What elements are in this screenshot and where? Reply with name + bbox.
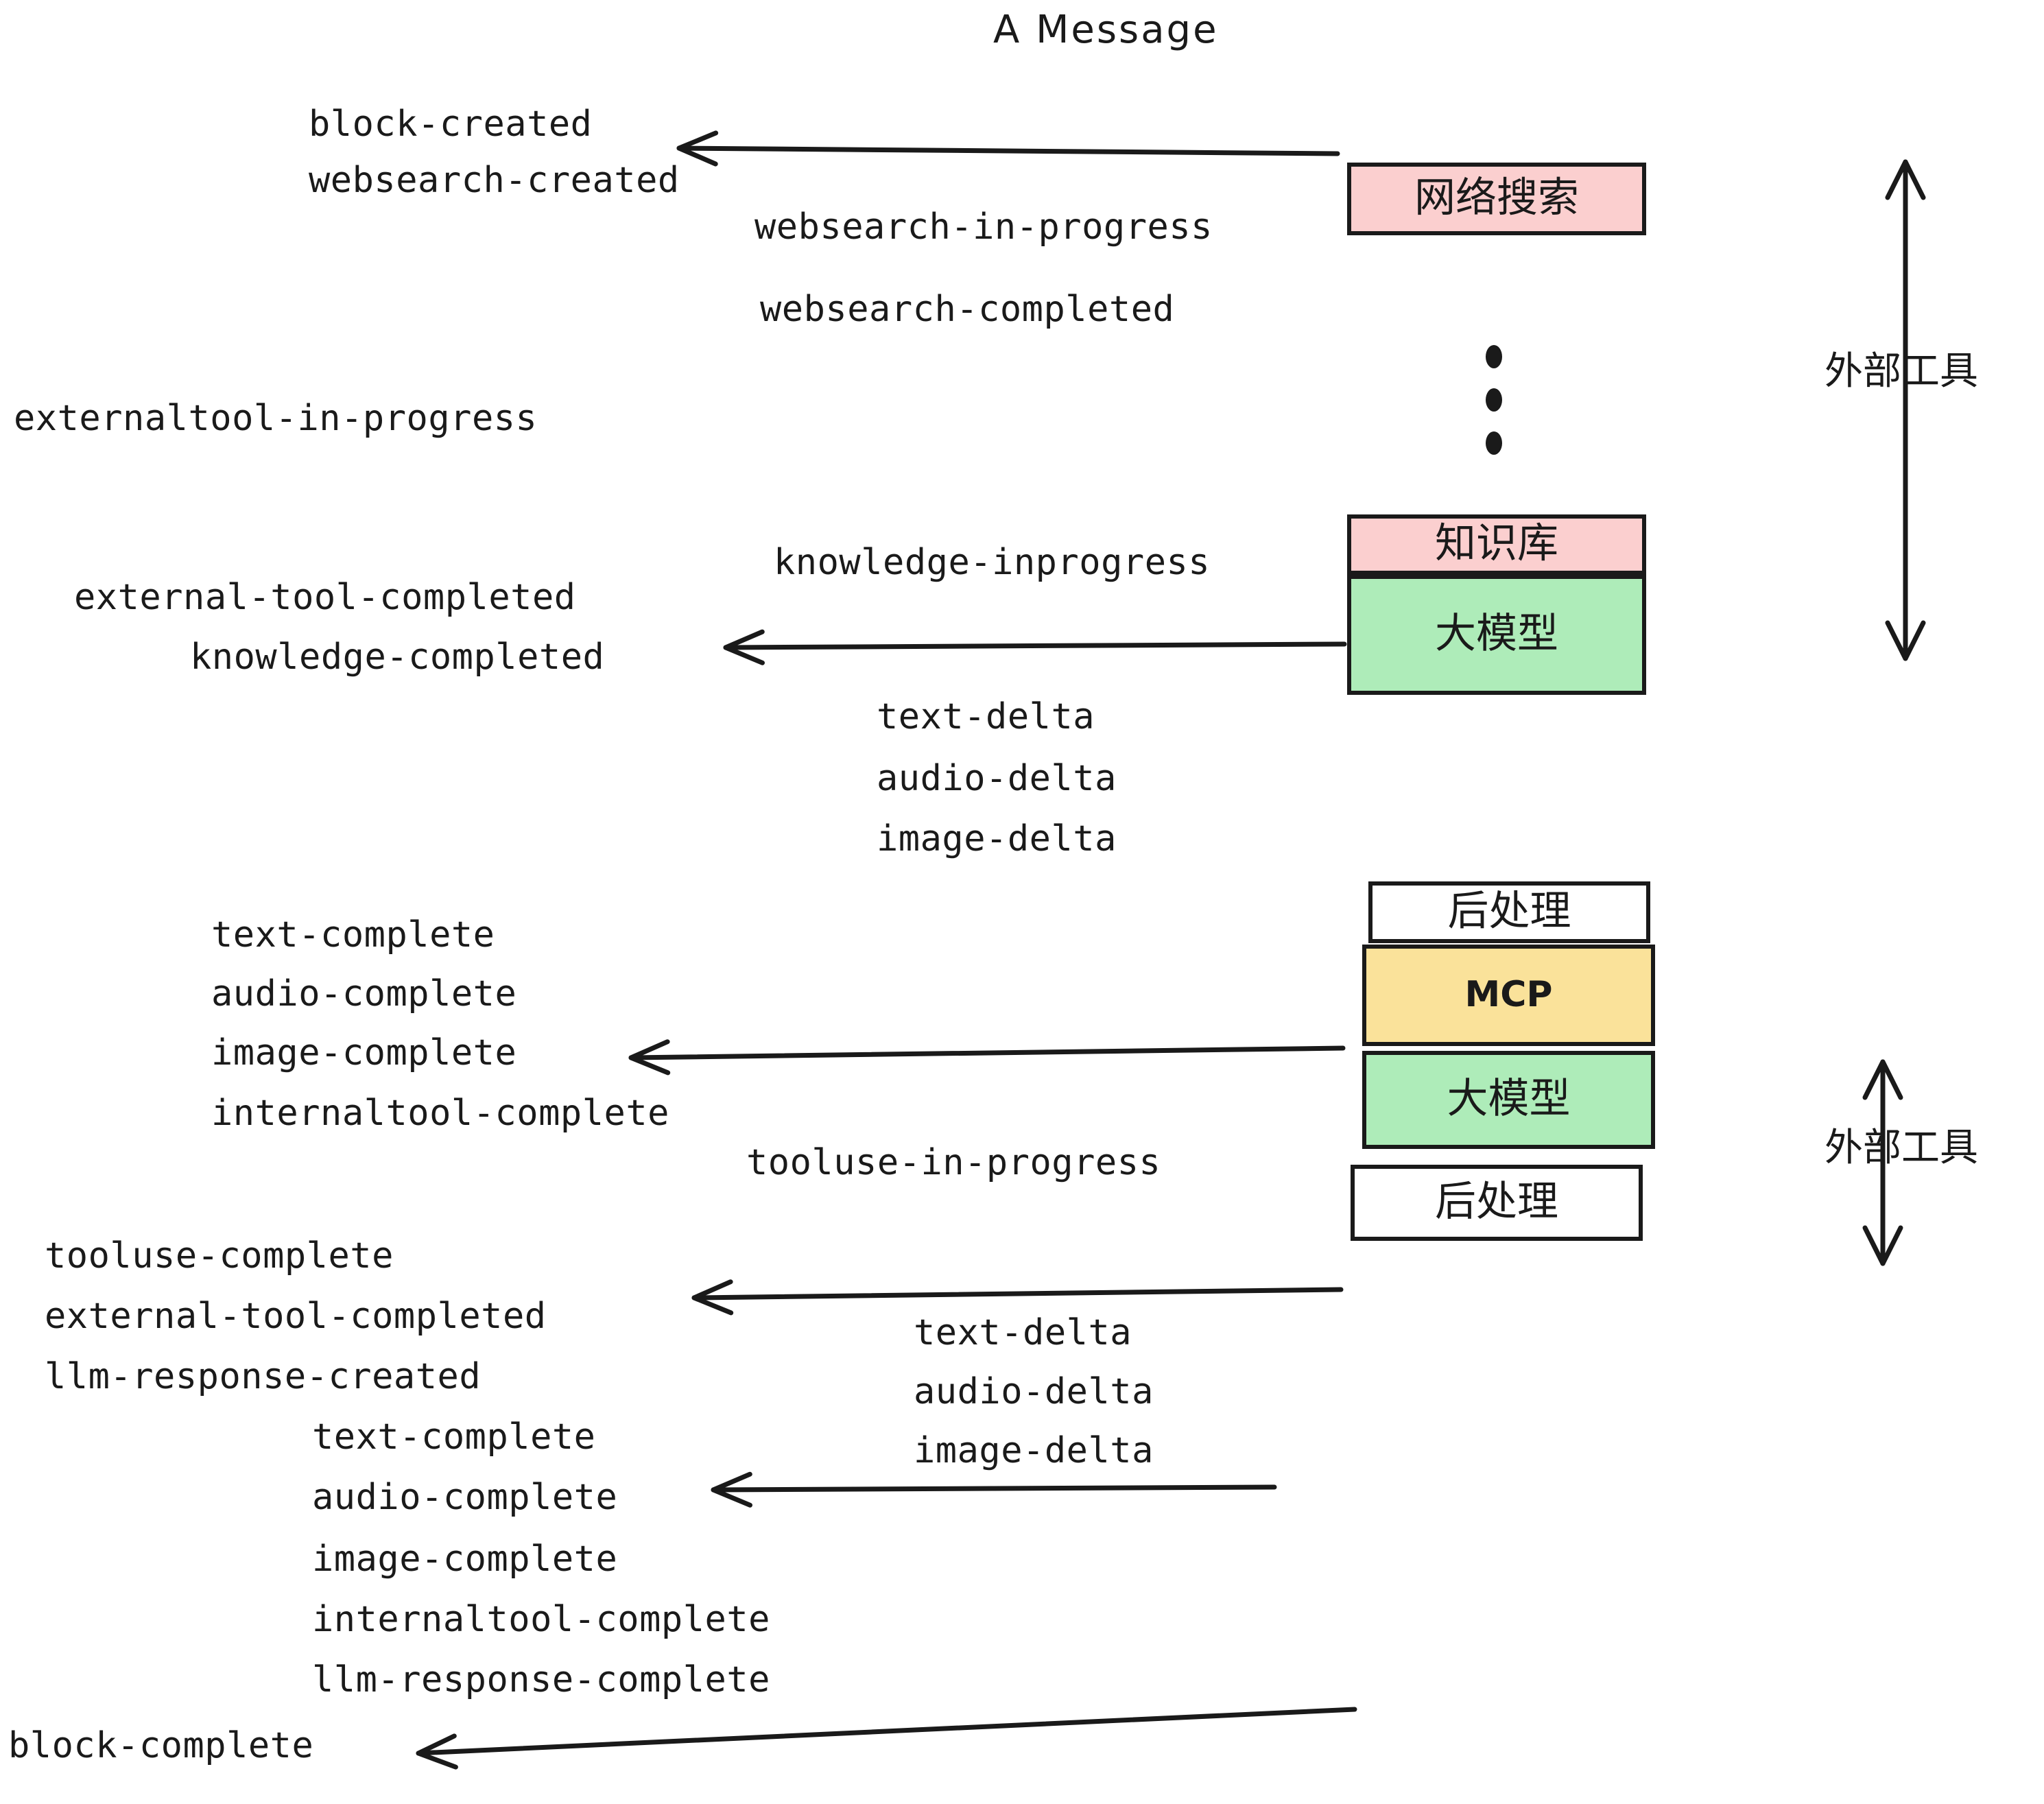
ellipsis-dot-3 [1486, 431, 1502, 455]
arrow-llm2-to-audio [711, 1471, 1277, 1508]
event-label-llm-response-created: llm-response-created [45, 1356, 481, 1397]
ellipsis-dot-1 [1486, 345, 1502, 368]
box-rect-postprocess-1 [1368, 881, 1650, 943]
double-arrow-group [1862, 159, 1926, 1266]
event-label-tooluse-in-progress: tooluse-in-progress [746, 1142, 1161, 1183]
event-label-knowledge-inprogress: knowledge-inprogress [774, 542, 1210, 583]
event-label-text-complete-2: text-complete [312, 1416, 596, 1458]
box-websearch: 网络搜索 [1347, 163, 1646, 235]
box-knowledge: 知识库 [1347, 514, 1646, 575]
box-label-postprocess-2: 后处理 [1435, 1178, 1558, 1226]
event-label-text-delta-1: text-delta [877, 696, 1095, 737]
event-label-externaltool-in-progress: externaltool-in-progress [14, 398, 537, 439]
event-label-websearch-created: websearch-created [309, 160, 680, 201]
box-rect-llm-1 [1347, 575, 1646, 695]
event-label-audio-delta-2: audio-delta [914, 1371, 1154, 1412]
ellipsis-dot-2 [1486, 388, 1502, 412]
event-label-block-complete: block-complete [8, 1725, 313, 1766]
box-label-knowledge: 知识库 [1435, 520, 1558, 568]
box-postprocess-2: 后处理 [1351, 1165, 1643, 1241]
box-label-mcp: MCP [1464, 974, 1552, 1015]
event-label-audio-complete-1: audio-complete [211, 973, 516, 1014]
event-label-knowledge-completed: knowledge-completed [190, 637, 604, 678]
ext-tool-arrow-top [1885, 159, 1926, 661]
event-label-block-created: block-created [309, 104, 593, 145]
event-label-tooluse-complete: tooluse-complete [45, 1235, 394, 1277]
event-label-image-delta-1: image-delta [877, 818, 1117, 859]
box-postprocess-1: 后处理 [1368, 881, 1650, 943]
ext-tool-arrow-bottom [1862, 1059, 1903, 1266]
ellipsis-group [1486, 345, 1502, 455]
box-label-websearch: 网络搜索 [1414, 174, 1579, 222]
arrow-knowledge-to-left [723, 629, 1347, 665]
arrow-websearch-to-block [676, 130, 1340, 167]
event-label-websearch-completed: websearch-completed [760, 289, 1174, 330]
event-label-image-complete-1: image-complete [211, 1032, 516, 1073]
box-label-llm-2: 大模型 [1447, 1075, 1571, 1123]
event-label-group: block-created websearch-created websearch-… [8, 104, 1213, 1766]
event-label-image-delta-2: image-delta [914, 1430, 1154, 1471]
box-label-postprocess-1: 后处理 [1448, 888, 1571, 936]
box-label-llm-1: 大模型 [1435, 610, 1558, 658]
event-label-text-delta-2: text-delta [914, 1312, 1132, 1353]
arrow-group [416, 130, 1357, 1770]
box-llm-2: 大模型 [1362, 1051, 1655, 1149]
event-label-text-complete-1: text-complete [211, 914, 495, 956]
box-rect-knowledge [1347, 514, 1646, 575]
side-label-external-tool-top: 外部工具 [1825, 349, 1978, 394]
box-rect-websearch [1347, 163, 1646, 235]
arrow-post2-to-block [416, 1707, 1357, 1770]
side-label-external-tool-bottom: 外部工具 [1825, 1126, 1978, 1170]
event-label-internaltool-complete-1: internaltool-complete [211, 1093, 669, 1134]
event-label-internaltool-complete-2: internaltool-complete [312, 1599, 770, 1640]
event-label-websearch-in-progress: websearch-in-progress [754, 206, 1213, 248]
event-label-audio-delta-1: audio-delta [877, 758, 1117, 799]
box-llm-1: 大模型 [1347, 575, 1646, 695]
arrow-mcp-to-tooluse [691, 1279, 1344, 1316]
event-label-image-complete-2: image-complete [312, 1539, 617, 1580]
box-rect-postprocess-2 [1351, 1165, 1643, 1241]
box-rect-llm-2 [1362, 1051, 1655, 1149]
arrow-mcp-to-image-complete [628, 1039, 1346, 1076]
event-label-external-tool-completed-2: external-tool-completed [45, 1296, 547, 1337]
box-rect-mcp [1362, 945, 1655, 1046]
event-label-audio-complete-2: audio-complete [312, 1477, 617, 1518]
event-label-llm-response-complete: llm-response-complete [312, 1659, 770, 1700]
page-title: A Message [993, 8, 1219, 52]
event-label-external-tool-completed-1: external-tool-completed [74, 577, 576, 618]
box-mcp: MCP [1362, 945, 1655, 1046]
